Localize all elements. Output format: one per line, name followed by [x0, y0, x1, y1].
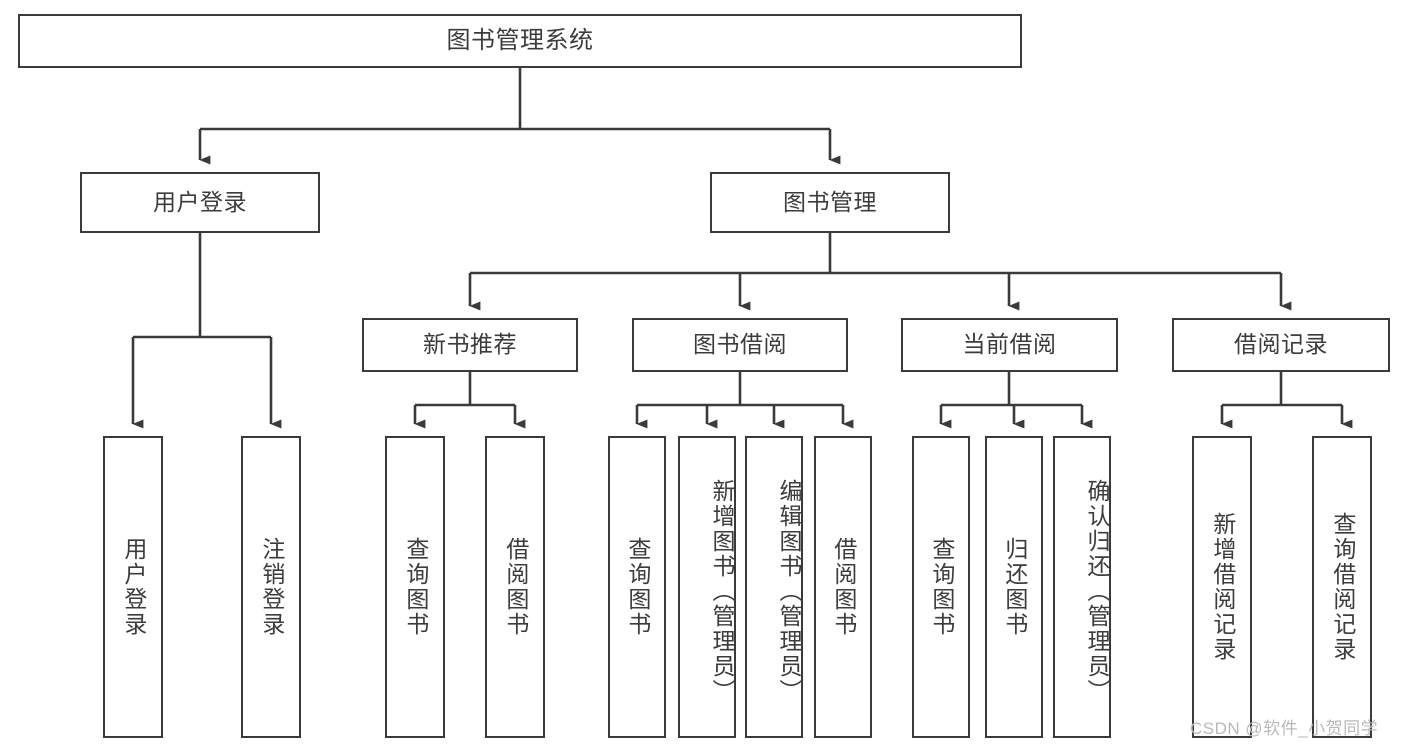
- node-leaf-user-login-label: 用户登录: [120, 537, 147, 637]
- node-new-book-rec-label: 新书推荐: [423, 331, 517, 358]
- node-borrow-record-label: 借阅记录: [1234, 331, 1328, 358]
- node-current-borrow[interactable]: 当前借阅: [901, 318, 1118, 372]
- node-user-login[interactable]: 用户登录: [80, 172, 320, 233]
- node-leaf-user-login[interactable]: 用户登录: [103, 436, 163, 738]
- node-leaf-query-book-1-label: 查询图书: [402, 537, 429, 637]
- node-leaf-query-book-3-label: 查询图书: [928, 537, 955, 637]
- node-leaf-query-book-2[interactable]: 查询图书: [608, 436, 666, 738]
- node-root[interactable]: 图书管理系统: [18, 14, 1022, 68]
- node-book-manage-label: 图书管理: [783, 188, 877, 215]
- node-leaf-borrow-book-1-label: 借阅图书: [502, 537, 529, 637]
- node-leaf-return-book-label: 归还图书: [1001, 537, 1028, 637]
- node-leaf-query-book-1[interactable]: 查询图书: [385, 436, 445, 738]
- node-leaf-add-book-label: 新增图书（管理员）: [709, 479, 735, 704]
- node-leaf-query-book-3[interactable]: 查询图书: [912, 436, 970, 738]
- node-new-book-rec[interactable]: 新书推荐: [362, 318, 578, 372]
- watermark-text: CSDN @软件_小贺同学: [1190, 719, 1379, 738]
- node-leaf-edit-book-label: 编辑图书（管理员）: [776, 479, 802, 704]
- node-leaf-borrow-book-2-label: 借阅图书: [830, 537, 857, 637]
- node-leaf-query-record-label: 查询借阅记录: [1329, 512, 1356, 662]
- node-leaf-user-logout[interactable]: 注销登录: [241, 436, 301, 738]
- node-leaf-user-logout-label: 注销登录: [258, 537, 285, 637]
- node-leaf-add-book[interactable]: 新增图书（管理员）: [678, 436, 736, 738]
- node-root-label: 图书管理系统: [446, 26, 594, 54]
- node-leaf-confirm-return-label: 确认归还（管理员）: [1084, 479, 1110, 704]
- node-leaf-query-book-2-label: 查询图书: [624, 537, 651, 637]
- node-leaf-confirm-return[interactable]: 确认归还（管理员）: [1053, 436, 1111, 738]
- node-leaf-borrow-book-1[interactable]: 借阅图书: [485, 436, 545, 738]
- node-book-borrow[interactable]: 图书借阅: [632, 318, 848, 372]
- node-book-borrow-label: 图书借阅: [693, 331, 787, 358]
- node-leaf-edit-book[interactable]: 编辑图书（管理员）: [745, 436, 803, 738]
- node-user-login-label: 用户登录: [153, 188, 247, 215]
- node-borrow-record[interactable]: 借阅记录: [1172, 318, 1390, 372]
- node-leaf-borrow-book-2[interactable]: 借阅图书: [814, 436, 872, 738]
- node-leaf-add-record[interactable]: 新增借阅记录: [1192, 436, 1252, 738]
- node-leaf-add-record-label: 新增借阅记录: [1209, 512, 1236, 662]
- node-current-borrow-label: 当前借阅: [962, 331, 1057, 358]
- node-book-manage[interactable]: 图书管理: [710, 172, 950, 233]
- node-leaf-return-book[interactable]: 归还图书: [985, 436, 1043, 738]
- node-leaf-query-record[interactable]: 查询借阅记录: [1312, 436, 1372, 738]
